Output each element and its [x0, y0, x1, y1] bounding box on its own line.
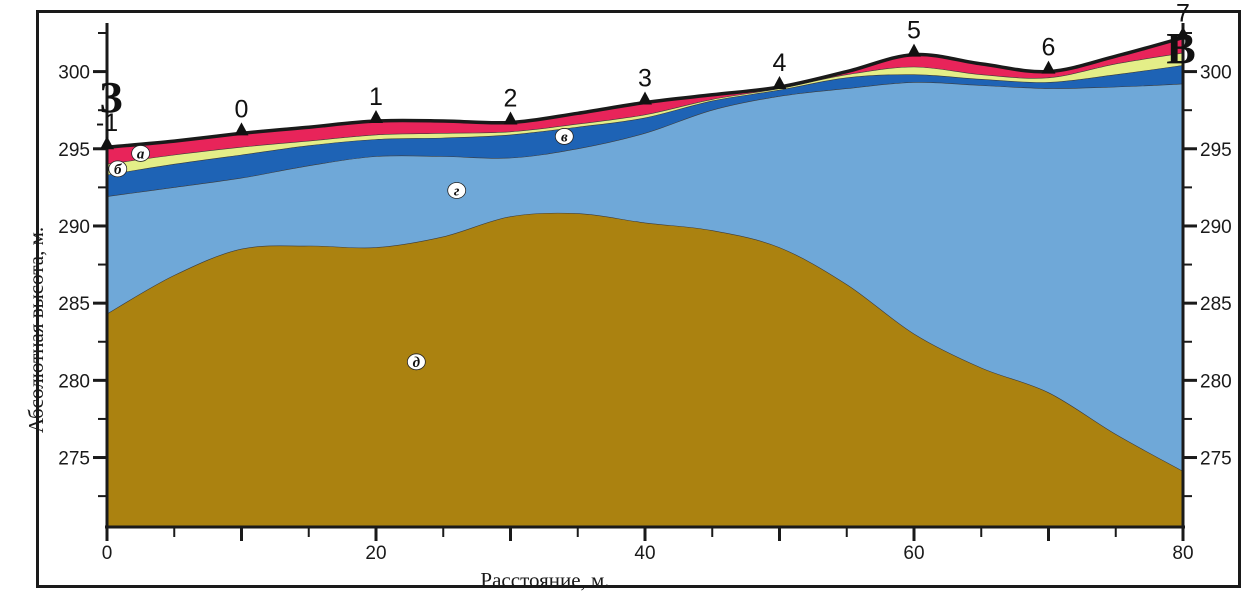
y-tick-label-right: 275: [1200, 449, 1232, 470]
station-marker-3: [638, 91, 652, 105]
x-tick-label: 40: [634, 543, 655, 564]
station-marker--1: [100, 136, 114, 150]
direction-label-east: В: [1166, 24, 1195, 73]
layer-label-circle-г: [447, 182, 467, 199]
station-label--1: -1: [96, 109, 118, 137]
y-tick-label-left: 300: [58, 63, 90, 84]
layer-band-д: [107, 213, 1183, 528]
y-tick-label-left: 295: [58, 140, 90, 161]
y-tick-label-left: 280: [58, 371, 90, 392]
x-tick-label: 60: [903, 543, 924, 564]
y-tick-label-left: 285: [58, 294, 90, 315]
layer-label-circle-а: [131, 145, 151, 162]
boundary-line-г-д: [106, 212, 1184, 472]
station-marker-5: [907, 43, 921, 57]
station-label-0: 0: [235, 95, 249, 123]
station-label-7: 7: [1176, 0, 1190, 28]
layer-label-г: г: [454, 183, 460, 199]
layer-band-а: [107, 37, 1183, 165]
station-marker-1: [369, 109, 383, 123]
layer-band-в: [107, 65, 1183, 197]
boundary-line-б-в: [106, 65, 1184, 176]
y-tick-label-right: 285: [1200, 294, 1232, 315]
station-label-2: 2: [504, 85, 518, 113]
station-marker-4: [772, 76, 787, 90]
layer-label-circle-д: [406, 353, 426, 371]
station-label-1: 1: [369, 83, 383, 111]
station-label-3: 3: [638, 64, 652, 92]
y-tick-label-right: 295: [1200, 140, 1232, 161]
layer-label-д: д: [413, 355, 421, 371]
y-tick-label-left: 290: [58, 217, 90, 238]
y-axis-title: Абсолютная высота, м.: [24, 227, 48, 433]
station-marker-0: [234, 122, 249, 136]
y-tick-label-right: 300: [1200, 63, 1232, 84]
layer-label-а: а: [137, 146, 145, 162]
station-marker-7: [1176, 26, 1190, 40]
station-label-5: 5: [907, 17, 921, 45]
boundary-line-а-б: [106, 52, 1184, 165]
layer-label-в: в: [561, 129, 568, 145]
layer-label-б: б: [114, 162, 122, 178]
y-tick-label-right: 280: [1200, 371, 1232, 392]
x-axis-title: Расстояние, м.: [480, 568, 609, 591]
x-tick-label: 0: [102, 543, 113, 564]
layer-band-г: [107, 82, 1183, 472]
boundary-line-в-г: [106, 82, 1184, 197]
station-marker-6: [1041, 60, 1056, 74]
layer-label-circle-в: [554, 128, 574, 145]
y-tick-label-right: 290: [1200, 217, 1232, 238]
x-tick-label: 80: [1172, 543, 1193, 564]
x-tick-label: 20: [365, 543, 386, 564]
direction-label-west: З: [99, 73, 122, 122]
layer-label-circle-б: [108, 160, 128, 178]
y-tick-label-left: 275: [58, 449, 90, 470]
station-marker-2: [503, 111, 518, 125]
station-label-6: 6: [1042, 34, 1056, 62]
station-label-4: 4: [773, 49, 787, 77]
chart-frame: [36, 10, 1241, 588]
